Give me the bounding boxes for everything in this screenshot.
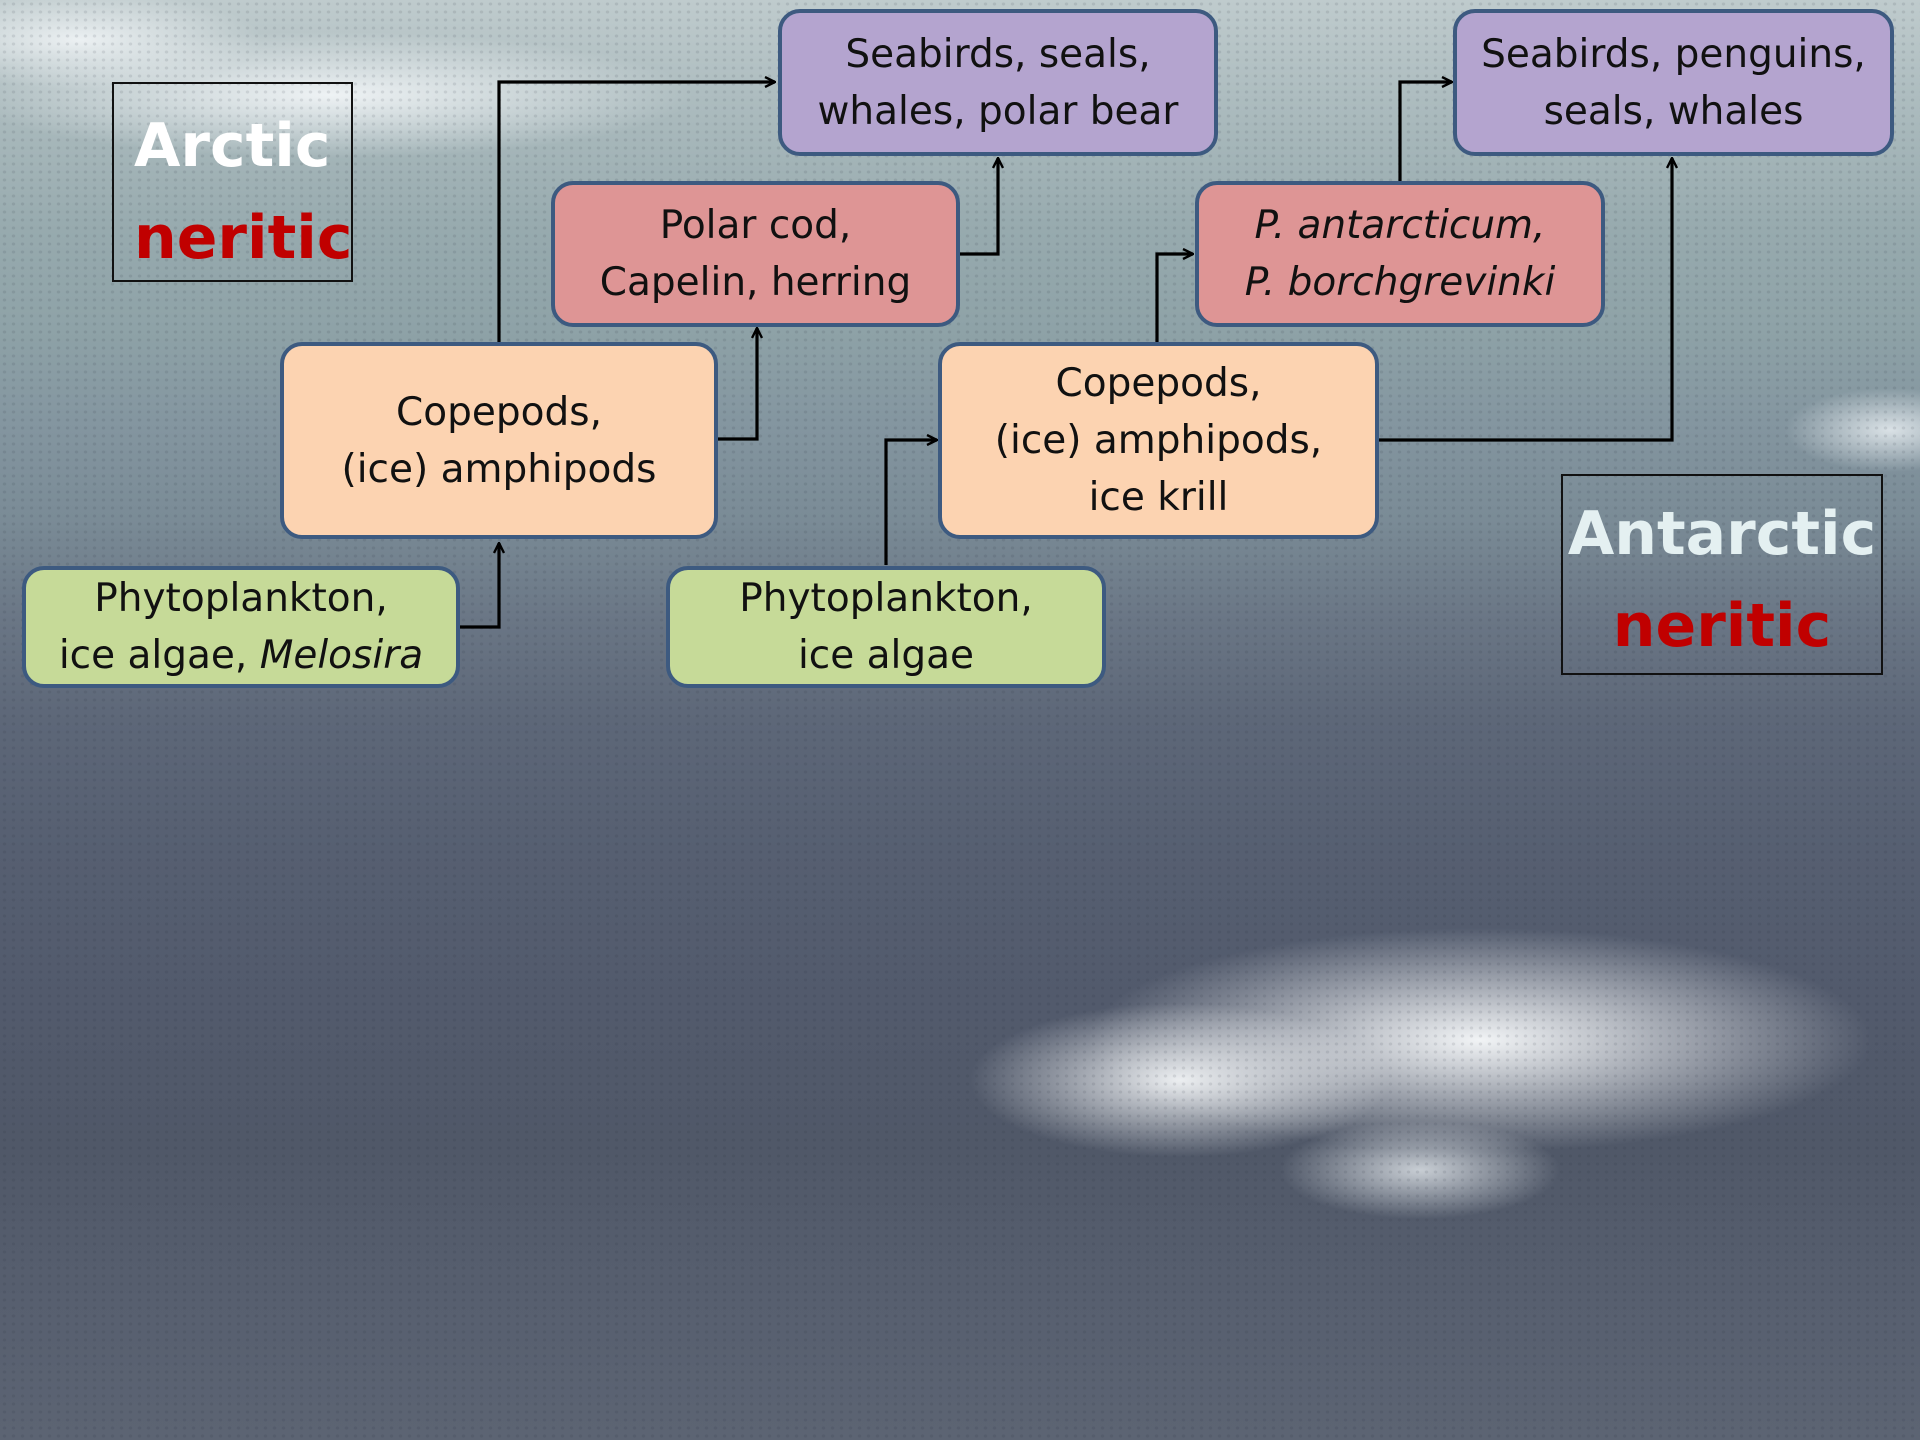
arctic-neritic-title: neritic [134,192,351,284]
antarctic-primary-line1: Phytoplankton, [739,570,1033,627]
antarctic-primary-line2: ice algae [798,627,974,684]
arctic-fish-box: Polar cod, Capelin, herring [551,181,960,327]
antarctic-grazers-line2: (ice) amphipods, [995,412,1322,469]
antarctic-neritic-label: Antarctic neritic [1561,474,1883,675]
arctic-neritic-label: Arctic neritic [112,82,353,282]
antarctic-fish-line1: P. antarcticum, [1255,197,1546,254]
arctic-top-line2: whales, polar bear [818,83,1179,140]
arctic-fish-line1: Polar cod, [660,197,852,254]
arrow-arctic-fish-to-top [960,158,998,254]
antarctic-grazers-line3: ice krill [1089,469,1229,526]
antarctic-neritic-title: neritic [1563,580,1881,672]
antarctic-top-line1: Seabirds, penguins, [1481,26,1866,83]
arrow-arctic-primary-to-grazers [460,543,499,627]
antarctic-title: Antarctic [1563,488,1881,580]
antarctic-top-predators-box: Seabirds, penguins, seals, whales [1453,9,1894,156]
arctic-grazers-line1: Copepods, [396,384,602,441]
arctic-primary-line2: ice algae, Melosira [59,627,423,684]
antarctic-grazers-line1: Copepods, [1056,355,1262,412]
arctic-grazers-line2: (ice) amphipods [342,441,657,498]
antarctic-top-line2: seals, whales [1544,83,1804,140]
antarctic-primary-producers-box: Phytoplankton, ice algae [666,566,1106,688]
antarctic-grazers-box: Copepods, (ice) amphipods, ice krill [938,342,1379,539]
arctic-top-line1: Seabirds, seals, [845,26,1150,83]
arctic-grazers-box: Copepods, (ice) amphipods [280,342,718,539]
arrow-antarctic-grazers-to-fish [1157,254,1193,342]
antarctic-fish-box: P. antarcticum, P. borchgrevinki [1195,181,1605,327]
arrow-antarctic-fish-to-top [1400,82,1452,181]
arrow-arctic-grazers-to-fish [718,328,757,439]
antarctic-fish-line2: P. borchgrevinki [1245,254,1556,311]
arctic-fish-line2: Capelin, herring [600,254,911,311]
arctic-primary-producers-box: Phytoplankton, ice algae, Melosira [22,566,460,688]
arctic-primary-line1: Phytoplankton, [94,570,388,627]
arctic-top-predators-box: Seabirds, seals, whales, polar bear [778,9,1218,156]
arctic-title: Arctic [134,100,351,192]
arrow-antarctic-primary-to-grazers [886,440,937,565]
